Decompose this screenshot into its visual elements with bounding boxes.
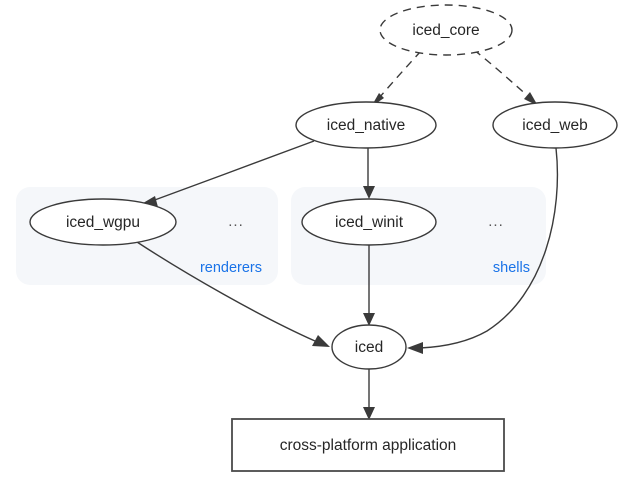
- node-iced_wgpu[interactable]: iced_wgpu: [29, 198, 177, 246]
- node-shape-iced: [331, 324, 407, 370]
- node-shape-iced_winit: [301, 198, 437, 246]
- arrowhead-icon-web-to-iced: [407, 342, 423, 354]
- edge-native-to-winit: [363, 148, 375, 199]
- edge-group: [136, 49, 559, 420]
- edge-line-core-to-web: [473, 49, 530, 98]
- node-shape-iced_web: [492, 101, 618, 149]
- node-iced_winit[interactable]: iced_winit: [301, 198, 437, 246]
- cluster-ellipsis-shells: ...: [488, 213, 504, 230]
- node-shape-iced_native: [295, 101, 437, 149]
- cluster-label-renderers: renderers: [200, 260, 262, 276]
- node-shape-application: [231, 418, 505, 472]
- edge-winit-to-iced: [363, 245, 375, 326]
- edge-line-wgpu-to-iced: [136, 241, 316, 342]
- node-label-iced_wgpu: iced_wgpu: [66, 214, 140, 231]
- edge-wgpu-to-iced: [136, 241, 330, 347]
- edge-core-to-native: [371, 50, 422, 107]
- arrowhead-icon-native-to-winit: [363, 186, 375, 199]
- edge-core-to-web: [473, 49, 538, 106]
- node-label-iced_native: iced_native: [327, 117, 405, 134]
- node-application[interactable]: cross-platform application: [231, 418, 505, 472]
- node-label-iced_winit: iced_winit: [335, 214, 404, 231]
- edge-line-core-to-native: [378, 50, 422, 99]
- edge-web-to-iced: [407, 147, 559, 354]
- node-label-application: cross-platform application: [280, 437, 457, 454]
- node-label-iced_web: iced_web: [522, 117, 588, 134]
- node-label-iced_core: iced_core: [412, 22, 479, 39]
- node-shape-iced_wgpu: [29, 198, 177, 246]
- node-label-iced: iced: [355, 339, 383, 356]
- node-iced[interactable]: iced: [331, 324, 407, 370]
- node-shape-iced_core: [379, 4, 513, 56]
- arrowhead-icon-wgpu-to-iced: [312, 335, 330, 347]
- node-iced_web[interactable]: iced_web: [492, 101, 618, 149]
- cluster-ellipsis-renderers: ...: [228, 213, 244, 230]
- node-iced_native[interactable]: iced_native: [295, 101, 437, 149]
- edge-line-native-to-wgpu: [151, 140, 315, 202]
- arrowhead-icon-core-to-web: [524, 92, 538, 106]
- edge-line-web-to-iced: [419, 147, 559, 349]
- arrowhead-icon-winit-to-iced: [363, 313, 375, 326]
- arrowhead-icon-iced-to-application: [363, 407, 375, 420]
- cluster-label-shells: shells: [493, 260, 530, 276]
- node-iced_core[interactable]: iced_core: [379, 4, 513, 56]
- edge-iced-to-application: [363, 369, 375, 420]
